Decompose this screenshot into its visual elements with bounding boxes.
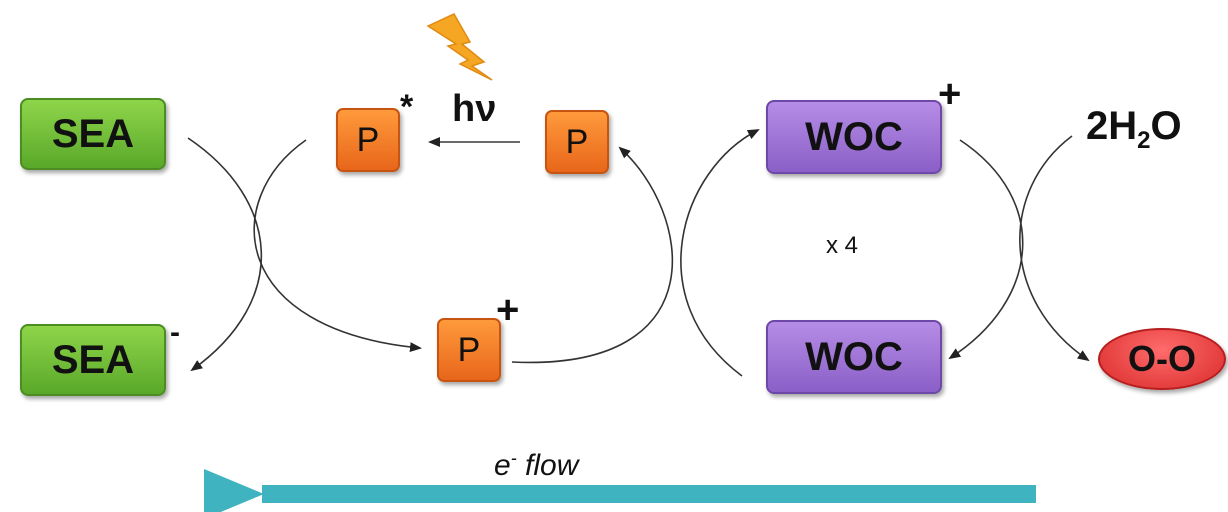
oxygen-label: O-O (1128, 338, 1196, 379)
oxygen-product: O-O (1098, 328, 1226, 390)
arc-woc-reduction (948, 139, 1024, 360)
sea-reduced-box: SEA (20, 324, 166, 396)
sea-reduced-label: SEA (51, 337, 135, 382)
multiplier-label: x 4 (826, 232, 859, 259)
sea-label: SEA (51, 111, 135, 156)
woc-oxidized-charge: + (938, 72, 962, 116)
water-suffix: O (1150, 104, 1182, 148)
p-oxidized-box: P (437, 318, 501, 382)
woc-oxidized-box: WOC (766, 100, 942, 174)
water-prefix: 2H (1086, 104, 1138, 148)
p-excited-box: P (336, 108, 400, 172)
sea-reduced-charge: - (170, 316, 180, 349)
sea-acceptor-box: SEA (20, 98, 166, 170)
woc-reduced-box: WOC (766, 320, 942, 394)
arc-woc-oxidation (680, 129, 760, 377)
arc-water-oxidation (1019, 135, 1090, 362)
water-label: 2H2O (1086, 104, 1182, 155)
p-oxidized-charge: + (496, 288, 520, 332)
p-oxidized-label: P (457, 330, 481, 369)
arc-p-excited-to-oxidized (253, 139, 422, 353)
p-excited-label: P (356, 120, 380, 159)
flow-text: flow (516, 449, 579, 482)
p-ground-label: P (565, 122, 589, 161)
arc-sea-reduction (187, 137, 263, 372)
p-excited-mark: * (400, 88, 414, 126)
lightning-icon (426, 13, 493, 81)
p-ground-box: P (545, 110, 609, 174)
woc-reduced-label: WOC (805, 334, 903, 379)
hv-label: hν (452, 88, 497, 130)
flow-charge: - (510, 448, 517, 468)
electron-flow-label: e- flow (494, 448, 578, 483)
woc-oxidized-label: WOC (805, 114, 903, 159)
arc-p-oxidized-to-ground (511, 146, 674, 364)
water-subscript: 2 (1137, 127, 1151, 154)
flow-electron: e (494, 449, 511, 482)
